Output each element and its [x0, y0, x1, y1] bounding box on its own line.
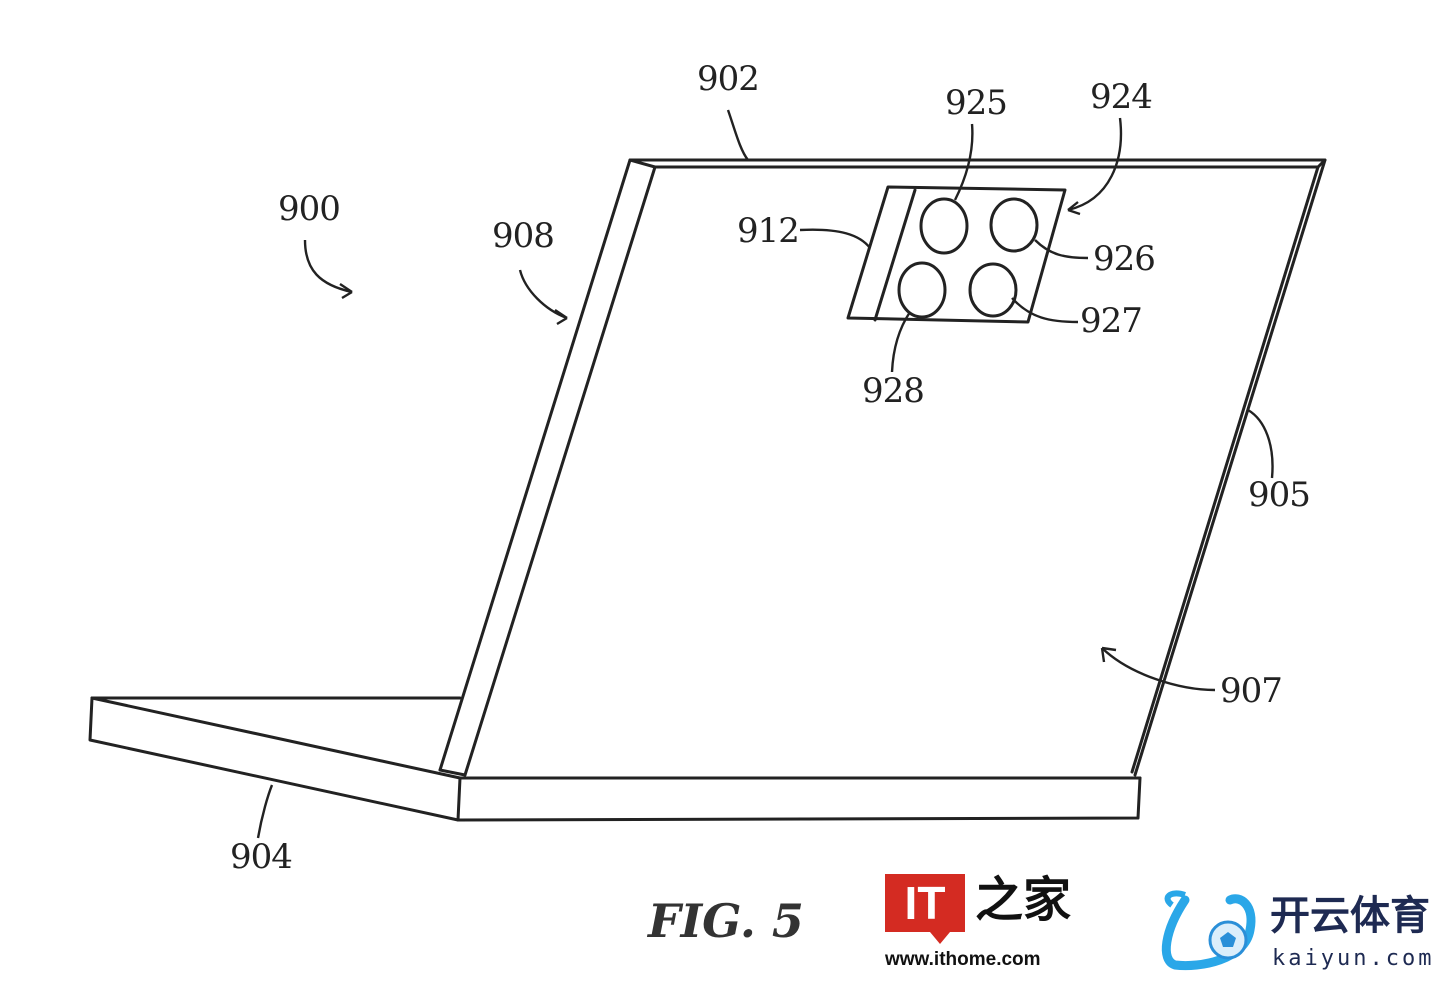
ref-label-926: 926 — [1093, 239, 1156, 279]
ref-label-904: 904 — [230, 837, 293, 877]
ithome-url: www.ithome.com — [885, 949, 1041, 970]
ref-label-928: 928 — [862, 371, 925, 411]
ithome-cn-text: 之家 — [975, 872, 1072, 928]
laptop-base — [88, 696, 1142, 822]
ithome-logo: IT — [885, 874, 965, 932]
figure-caption: FIG. 5 — [648, 894, 804, 948]
ref-label-907: 907 — [1220, 671, 1283, 711]
lens-925 — [919, 197, 969, 255]
ref-label-905: 905 — [1248, 475, 1311, 515]
kaiyun-cn-text: 开云体育 — [1270, 893, 1430, 939]
ref-label-902: 902 — [697, 59, 760, 99]
ref-label-925: 925 — [945, 83, 1008, 123]
lens-926 — [989, 197, 1039, 253]
kaiyun-url: kaiyun.com — [1272, 946, 1435, 971]
lens-927 — [968, 262, 1018, 318]
ref-label-908: 908 — [492, 216, 555, 256]
ref-label-924: 924 — [1090, 77, 1153, 117]
ref-label-927: 927 — [1080, 301, 1143, 341]
ithome-logo-tail — [930, 932, 950, 944]
laptop-display — [438, 158, 1327, 777]
camera-module — [846, 185, 1067, 324]
leader-lines — [256, 109, 1274, 839]
lens-928 — [897, 261, 947, 319]
ref-label-900: 900 — [278, 189, 341, 229]
ref-label-912: 912 — [737, 211, 800, 251]
